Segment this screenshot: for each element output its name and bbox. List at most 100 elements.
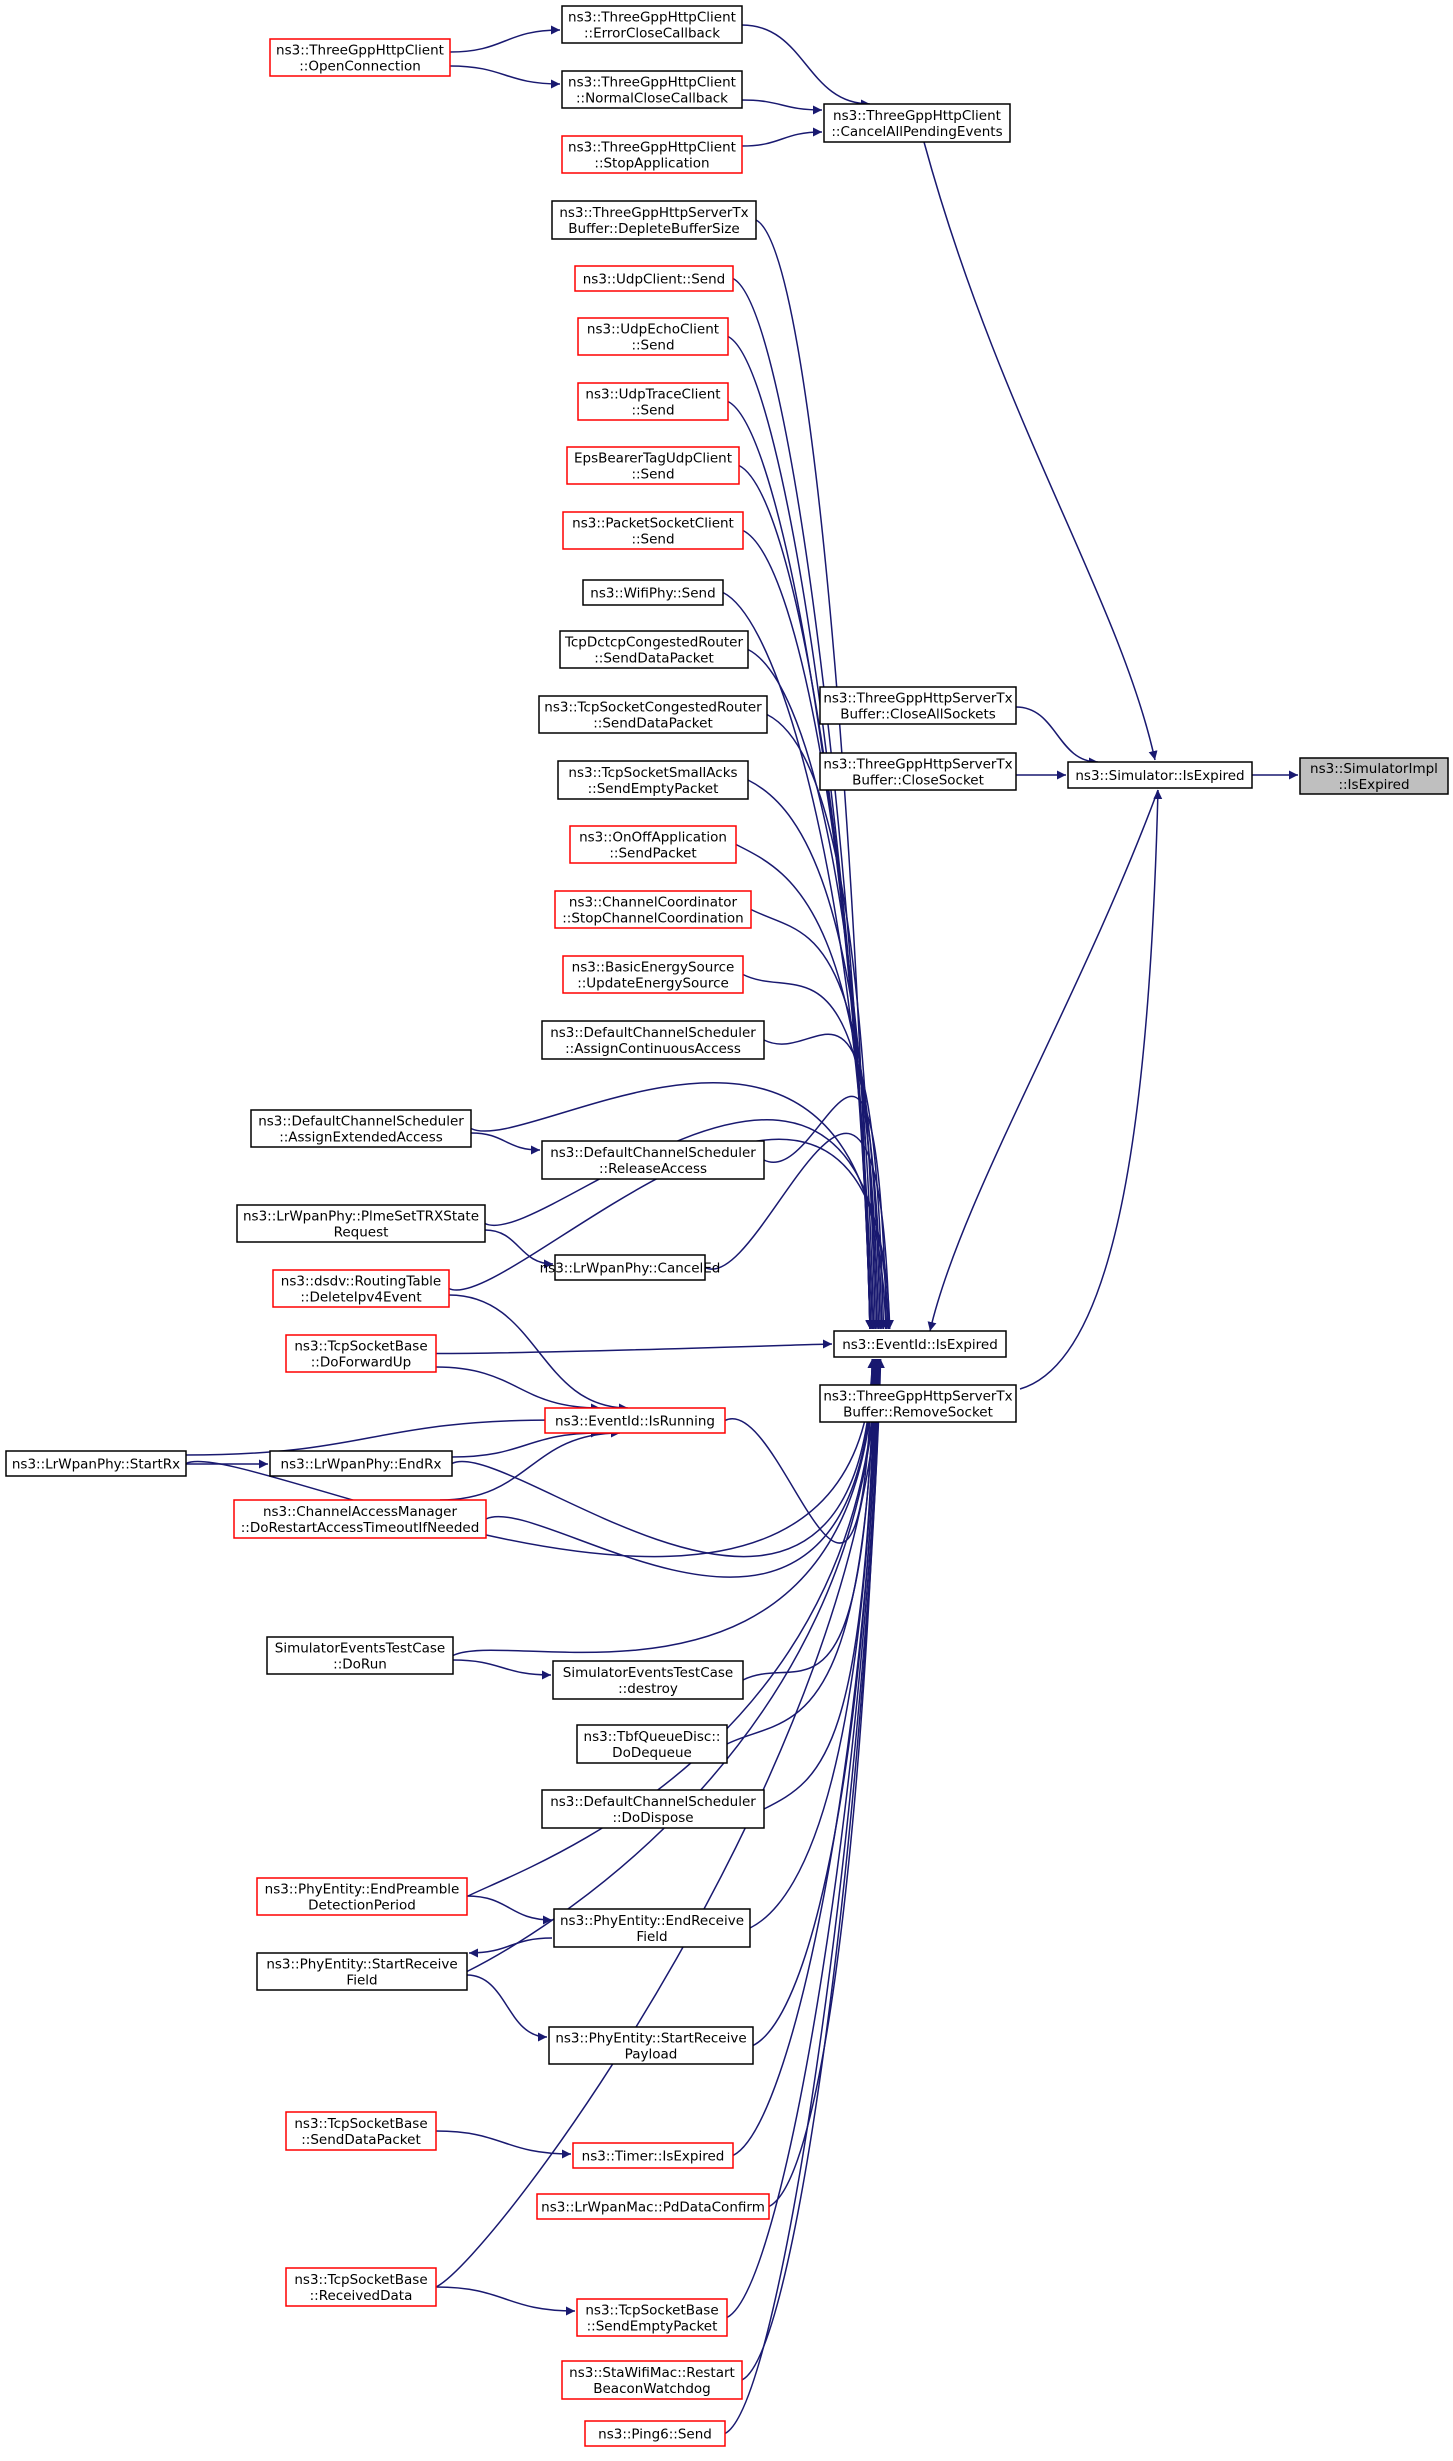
edge-path [755, 219, 875, 1330]
edge-path [763, 1358, 880, 1810]
node-label-line: ns3::LrWpanPhy::CancelEd [540, 1261, 721, 1277]
node-box [569, 825, 737, 864]
node-label-line: ns3::PacketSocketClient [572, 516, 734, 532]
edge-path [485, 1358, 878, 1578]
node-tcprecv[interactable]: ns3::TcpSocketBase::ReceivedData [285, 2267, 437, 2307]
edge-path [1015, 706, 1099, 767]
node-openconn[interactable]: ns3::ThreeGppHttpClient::OpenConnection [269, 38, 451, 77]
node-box [250, 1109, 472, 1148]
node-basicenergy[interactable]: ns3::BasicEnergySource::UpdateEnergySour… [562, 955, 744, 994]
node-dsdv[interactable]: ns3::dsdv::RoutingTable::DeleteIpv4Event [272, 1269, 450, 1308]
edge-startrx-to-eventid_isexpired [185, 1358, 877, 1558]
node-udptrace[interactable]: ns3::UdpTraceClient::Send [577, 382, 729, 421]
node-box [269, 38, 451, 77]
node-tcpdctcp[interactable]: TcpDctcpCongestedRouter::SendDataPacket [559, 630, 749, 669]
node-closeall[interactable]: ns3::ThreeGppHttpServerTxBuffer::CloseAl… [819, 686, 1017, 725]
node-errclose[interactable]: ns3::ThreeGppHttpClient::ErrorCloseCallb… [561, 5, 743, 44]
node-removesock[interactable]: ns3::ThreeGppHttpServerTxBuffer::RemoveS… [819, 1384, 1017, 1423]
node-label-line: ::AssignContinuousAccess [565, 1041, 741, 1057]
edge-path [470, 1082, 890, 1330]
node-normclose[interactable]: ns3::ThreeGppHttpClient::NormalCloseCall… [561, 70, 743, 109]
node-eventid_isexpired[interactable]: ns3::EventId::IsExpired [833, 1330, 1007, 1358]
node-releaseacc[interactable]: ns3::DefaultChannelScheduler::ReleaseAcc… [541, 1140, 765, 1180]
node-label-line: Buffer::RemoveSocket [843, 1405, 993, 1421]
node-udpclient[interactable]: ns3::UdpClient::Send [574, 265, 734, 292]
node-label-line: ns3::Ping6::Send [598, 2427, 712, 2443]
node-label-line: ns3::LrWpanPhy::EndRx [281, 1457, 442, 1473]
node-doforward[interactable]: ns3::TcpSocketBase::DoForwardUp [285, 1334, 437, 1373]
node-tbf[interactable]: ns3::TbfQueueDisc::DoDequeue [576, 1724, 728, 1764]
edge-assignext-to-releaseacc [470, 1132, 541, 1155]
node-simdorun[interactable]: SimulatorEventsTestCase::DoRun [266, 1636, 454, 1675]
edge-path [763, 1095, 891, 1330]
edge-eventid_isexpired-to-sim_isexpired [927, 789, 1159, 1332]
edge-path [435, 2286, 576, 2316]
node-packetsock[interactable]: ns3::PacketSocketClient::Send [562, 511, 744, 550]
node-label-line: ::ReceivedData [310, 2288, 413, 2304]
edge-udpecho-to-eventid_isexpired [727, 335, 875, 1330]
node-label-line: Field [346, 1973, 377, 1989]
edge-path [439, 1428, 621, 1501]
node-isrunning[interactable]: ns3::EventId::IsRunning [544, 1407, 726, 1434]
node-label-line: ns3::EventId::IsExpired [842, 1337, 998, 1353]
node-tcpsenddata[interactable]: ns3::TcpSocketBase::SendDataPacket [285, 2111, 437, 2151]
node-simdestroy[interactable]: SimulatorEventsTestCase::destroy [552, 1660, 744, 1700]
node-dcsdispose[interactable]: ns3::DefaultChannelScheduler::DoDispose [541, 1789, 765, 1829]
node-box [272, 1269, 450, 1308]
edge-openconn-to-normclose [449, 65, 561, 89]
node-box [562, 511, 744, 550]
node-label-line: ::destroy [618, 1681, 678, 1697]
node-startrx[interactable]: ns3::LrWpanPhy::StartRx [5, 1450, 187, 1477]
node-box [1067, 761, 1253, 789]
node-tcpsockcong[interactable]: ns3::TcpSocketCongestedRouter::SendDataP… [538, 695, 768, 734]
node-label-line: ns3::ThreeGppHttpServerTx [823, 1389, 1012, 1405]
edge-cancelall-to-sim_isexpired [923, 141, 1158, 761]
node-pddata[interactable]: ns3::LrWpanMac::PdDataConfirm [536, 2193, 770, 2220]
node-chancoord[interactable]: ns3::ChannelCoordinator::StopChannelCoor… [554, 890, 752, 929]
node-tcpsendempty[interactable]: ns3::TcpSocketBase::SendEmptyPacket [576, 2298, 728, 2337]
node-tcpsmallacks[interactable]: ns3::TcpSocketSmallAcks::SendEmptyPacket [557, 760, 749, 800]
node-box [285, 2267, 437, 2307]
edge-plmeset-to-eventid_isexpired [484, 1119, 893, 1330]
node-assigncont[interactable]: ns3::DefaultChannelScheduler::AssignCont… [541, 1020, 765, 1060]
node-stopapp[interactable]: ns3::ThreeGppHttpClient::StopApplication [561, 135, 743, 174]
node-wifiphy[interactable]: ns3::WifiPhy::Send [582, 579, 724, 606]
node-timer[interactable]: ns3::Timer::IsExpired [572, 2142, 734, 2169]
node-label-line: ::SendEmptyPacket [588, 781, 719, 797]
node-udpecho[interactable]: ns3::UdpEchoClient::Send [577, 317, 729, 356]
node-closesock[interactable]: ns3::ThreeGppHttpServerTxBuffer::CloseSo… [819, 752, 1017, 791]
node-canceled[interactable]: ns3::LrWpanPhy::CancelEd [540, 1254, 721, 1281]
node-deplete[interactable]: ns3::ThreeGppHttpServerTxBuffer::Deplete… [551, 200, 757, 240]
node-box [541, 1020, 765, 1060]
node-box [541, 1789, 765, 1829]
node-chanaccmgr[interactable]: ns3::ChannelAccessManager::DoRestartAcce… [233, 1499, 487, 1539]
node-box [551, 200, 757, 240]
node-label-line: ns3::PhyEntity::StartReceive [266, 1957, 457, 1973]
node-sim_isexpired[interactable]: ns3::Simulator::IsExpired [1067, 761, 1253, 789]
node-endrx[interactable]: ns3::LrWpanPhy::EndRx [269, 1450, 453, 1477]
node-endpreamble[interactable]: ns3::PhyEntity::EndPreambleDetectionPeri… [256, 1877, 468, 1916]
node-cancelall[interactable]: ns3::ThreeGppHttpClient::CancelAllPendin… [823, 103, 1011, 143]
node-ping6[interactable]: ns3::Ping6::Send [584, 2420, 726, 2447]
node-assignext[interactable]: ns3::DefaultChannelScheduler::AssignExte… [250, 1109, 472, 1148]
node-label-line: DetectionPeriod [308, 1898, 416, 1914]
edge-removesock-to-sim_isexpired [1019, 789, 1163, 1390]
node-label-line: ns3::LrWpanMac::PdDataConfirm [541, 2200, 765, 2216]
edge-chancoord-to-eventid_isexpired [750, 908, 885, 1330]
node-onoff[interactable]: ns3::OnOffApplication::SendPacket [569, 825, 737, 864]
node-label-line: ns3::ThreeGppHttpServerTx [559, 205, 748, 221]
node-epsbearer[interactable]: EpsBearerTagUdpClient::Send [566, 446, 740, 485]
node-label-line: ns3::EventId::IsRunning [555, 1414, 715, 1430]
edge-ping6-to-eventid_isexpired [724, 1358, 885, 2435]
edge-path [435, 1366, 601, 1413]
node-box [561, 70, 743, 109]
edge-closeall-to-sim_isexpired [1015, 706, 1099, 767]
node-box [285, 2111, 437, 2151]
node-label-line: ns3::TcpSocketSmallAcks [568, 765, 737, 781]
